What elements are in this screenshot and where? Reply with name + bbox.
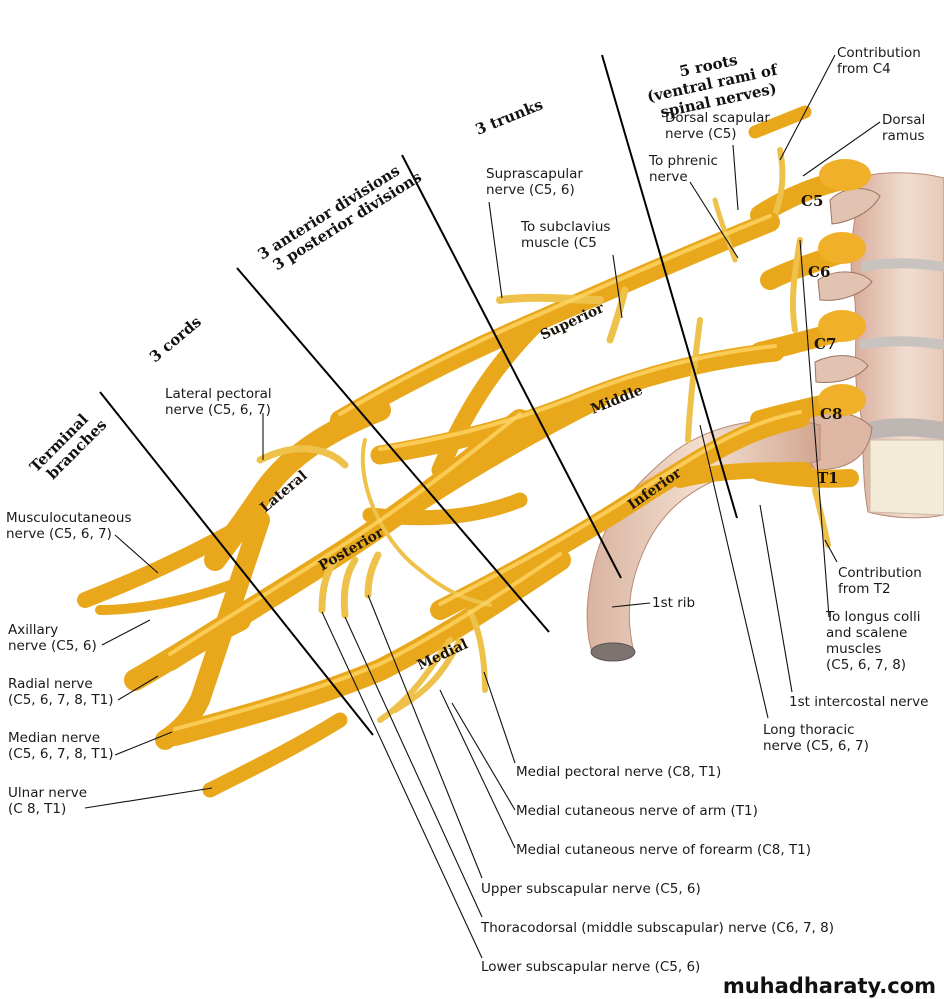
label-ulnar: Ulnar nerve(C 8, T1) [8,785,87,817]
root-labels: C5 C6 C7 C8 T1 [801,192,842,487]
subclavius-nerve [606,286,629,344]
label-radial: Radial nerve(C5, 6, 7, 8, T1) [8,676,113,708]
vertebral-column [794,172,944,519]
divisions-header: 3 anterior divisions 3 posterior divisio… [255,153,425,277]
medial-cord [164,549,571,746]
label-first-rib: 1st rib [652,595,695,611]
ulnar-nerve [202,712,348,798]
label-upper-subscapular: Upper subscapular nerve (C5, 6) [481,881,701,897]
watermark: muhadharaty.com [723,974,936,998]
root-label-c6: C6 [808,263,830,281]
leader-lines [84,54,881,959]
root-label-c7: C7 [814,335,836,353]
divider-trunks-divisions [401,154,622,579]
trunks-header: 3 trunks [473,95,546,138]
label-median: Median nerve(C5, 6, 7, 8, T1) [8,730,113,762]
label-medial-pectoral: Medial pectoral nerve (C8, T1) [516,764,721,780]
label-lower-subscapular: Lower subscapular nerve (C5, 6) [481,959,700,975]
label-thoracodorsal: Thoracodorsal (middle subscapular) nerve… [480,920,834,936]
root-label-t1: T1 [817,469,839,487]
terminal-branches-header: Terminal branches [26,404,110,488]
suprascapular-nerve [496,293,604,304]
label-medial-cutaneous-forearm: Medial cutaneous nerve of forearm (C8, T… [516,842,811,858]
label-first-intercostal: 1st intercostal nerve [789,694,928,710]
divider-cords-terminal [99,391,374,736]
root-label-c8: C8 [820,405,842,423]
lateral-pectoral-nerve [256,445,349,469]
axillary-nerve [95,580,235,615]
divider-roots-trunks [601,54,738,519]
root-label-c5: C5 [801,192,823,210]
inferior-trunk [430,408,810,620]
region-dividers [99,54,738,736]
label-medial-cutaneous-arm: Medial cutaneous nerve of arm (T1) [516,803,758,819]
musculocutaneous-nerve [77,517,253,608]
cords-header: 3 cords [146,313,205,366]
divider-divisions-cords [236,267,550,633]
middle-trunk [370,342,785,465]
